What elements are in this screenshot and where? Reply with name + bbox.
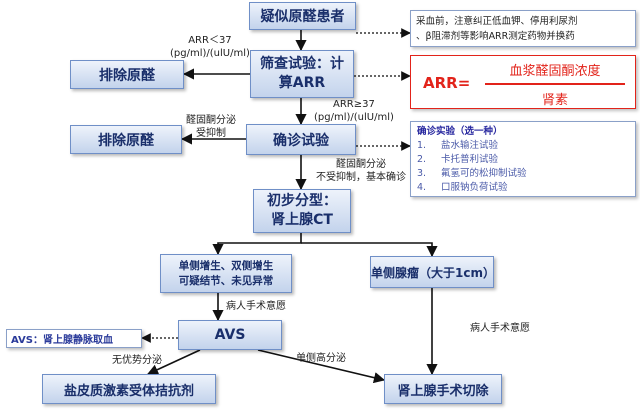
label-not-suppressed: 醛固酮分泌 不受抑制，基本确诊 — [316, 158, 406, 184]
node-exclude-mid: 排除原醛 — [70, 125, 182, 154]
arr-numerator: 血浆醛固酮浓度 — [509, 64, 601, 79]
arr-fraction-bar — [485, 83, 625, 85]
node-bilateral-line2: 可疑结节、未见异常 — [178, 274, 274, 287]
confirm-test-list: 确诊实验（选一种） 1. 盐水输注试验 2. 卡托普利试验 3. 氟氢可的松抑制试验 … — [410, 121, 636, 197]
node-suspected-patient: 疑似原醛患者 — [249, 2, 356, 30]
confirm-list-item: 2. 卡托普利试验 — [417, 153, 629, 167]
node-confirm-text: 确诊试验 — [273, 132, 329, 149]
node-typing-line1: 初步分型： — [267, 193, 337, 209]
label-unilateral-secretion-text: 单侧高分泌 — [296, 353, 346, 364]
node-bilateral-line1: 单侧增生、双侧增生 — [178, 259, 274, 272]
label-no-dominance-text: 无优势分泌 — [112, 355, 162, 366]
label-consent-left-text: 病人手术意愿 — [226, 301, 286, 312]
label-not-suppressed-line2: 不受抑制，基本确诊 — [316, 172, 406, 183]
node-mineralocorticoid-antagonist: 盐皮质激素受体拮抗剂 — [42, 374, 216, 404]
node-screening-test: 筛查试验：计 算ARR — [250, 50, 354, 98]
confirm-item-num: 1. — [417, 140, 427, 151]
node-surgery-text: 肾上腺手术切除 — [397, 383, 489, 399]
confirm-list-item: 1. 盐水输注试验 — [417, 139, 629, 153]
label-consent-left: 病人手术意愿 — [226, 300, 286, 313]
node-unilateral-text: 单侧腺瘤（大于1cm） — [371, 265, 495, 280]
avs-definition-note: AVS：肾上腺静脉取血 — [6, 329, 142, 348]
confirm-list: 1. 盐水输注试验 2. 卡托普利试验 3. 氟氢可的松抑制试验 4. 口服钠负荷试验 — [417, 139, 629, 195]
label-consent-right-text: 病人手术意愿 — [470, 323, 530, 334]
confirm-list-item: 4. 口服钠负荷试验 — [417, 181, 629, 195]
confirm-item-text: 口服钠负荷试验 — [441, 182, 508, 193]
arr-denominator: 肾素 — [541, 93, 568, 108]
label-arr-high-line2: (pg/ml)/(ulU/ml) — [314, 112, 394, 123]
confirm-item-text: 氟氢可的松抑制试验 — [441, 168, 527, 179]
confirm-item-num: 4. — [417, 182, 427, 193]
label-arr-high: ARR≥37 (pg/ml)/(ulU/ml) — [314, 98, 394, 124]
confirm-item-num: 2. — [417, 154, 427, 165]
label-arr-low-line1: ARR＜37 — [188, 35, 232, 46]
confirm-list-title: 确诊实验（选一种） — [417, 126, 503, 137]
label-arr-low: ARR＜37 (pg/ml)/(ulU/ml) — [170, 34, 250, 60]
avs-definition-text: AVS：肾上腺静脉取血 — [11, 335, 114, 346]
node-bilateral: 单侧增生、双侧增生 可疑结节、未见异常 — [160, 254, 292, 293]
confirm-item-num: 3. — [417, 168, 427, 179]
node-typing-line2: 肾上腺CT — [271, 212, 333, 228]
node-unilateral-adenoma: 单侧腺瘤（大于1cm） — [370, 256, 495, 288]
node-screening-line1: 筛查试验：计 — [260, 56, 344, 72]
node-exclude-mid-text: 排除原醛 — [98, 132, 154, 149]
label-arr-low-line2: (pg/ml)/(ulU/ml) — [170, 48, 250, 59]
node-adrenal-surgery: 肾上腺手术切除 — [384, 374, 502, 404]
node-suspected-text: 疑似原醛患者 — [260, 9, 345, 25]
node-exclude-top-text: 排除原醛 — [99, 67, 155, 84]
confirm-item-text: 盐水输注试验 — [441, 140, 499, 151]
node-confirm-test: 确诊试验 — [246, 124, 356, 155]
label-suppressed-line2: 受抑制 — [196, 128, 226, 139]
node-screening-line2: 算ARR — [278, 75, 326, 91]
node-avs: AVS — [178, 320, 282, 350]
pre-test-line1: 采血前，注意纠正低血钾、停用利尿剂 — [416, 16, 578, 27]
confirm-item-text: 卡托普利试验 — [441, 154, 499, 165]
label-unilateral-secretion: 单侧高分泌 — [296, 352, 346, 365]
pre-test-line2: 、β阻滞剂等影响ARR测定药物并换药 — [416, 31, 575, 42]
label-suppressed: 醛固酮分泌 受抑制 — [186, 114, 236, 140]
label-suppressed-line1: 醛固酮分泌 — [186, 115, 236, 126]
pre-test-note: 采血前，注意纠正低血钾、停用利尿剂 、β阻滞剂等影响ARR测定药物并换药 — [410, 10, 636, 47]
label-no-dominance: 无优势分泌 — [112, 354, 162, 367]
node-preliminary-typing: 初步分型： 肾上腺CT — [253, 189, 351, 233]
confirm-list-item: 3. 氟氢可的松抑制试验 — [417, 167, 629, 181]
arr-formula-label: ARR= — [423, 74, 471, 92]
label-consent-right: 病人手术意愿 — [470, 322, 530, 335]
label-arr-high-line1: ARR≥37 — [333, 99, 375, 110]
node-mineral-text: 盐皮质激素受体拮抗剂 — [63, 383, 194, 399]
label-not-suppressed-line1: 醛固酮分泌 — [336, 159, 386, 170]
node-exclude-top: 排除原醛 — [70, 60, 184, 89]
node-avs-text: AVS — [214, 327, 246, 343]
arr-formula-box: ARR= 血浆醛固酮浓度 肾素 — [410, 55, 636, 109]
